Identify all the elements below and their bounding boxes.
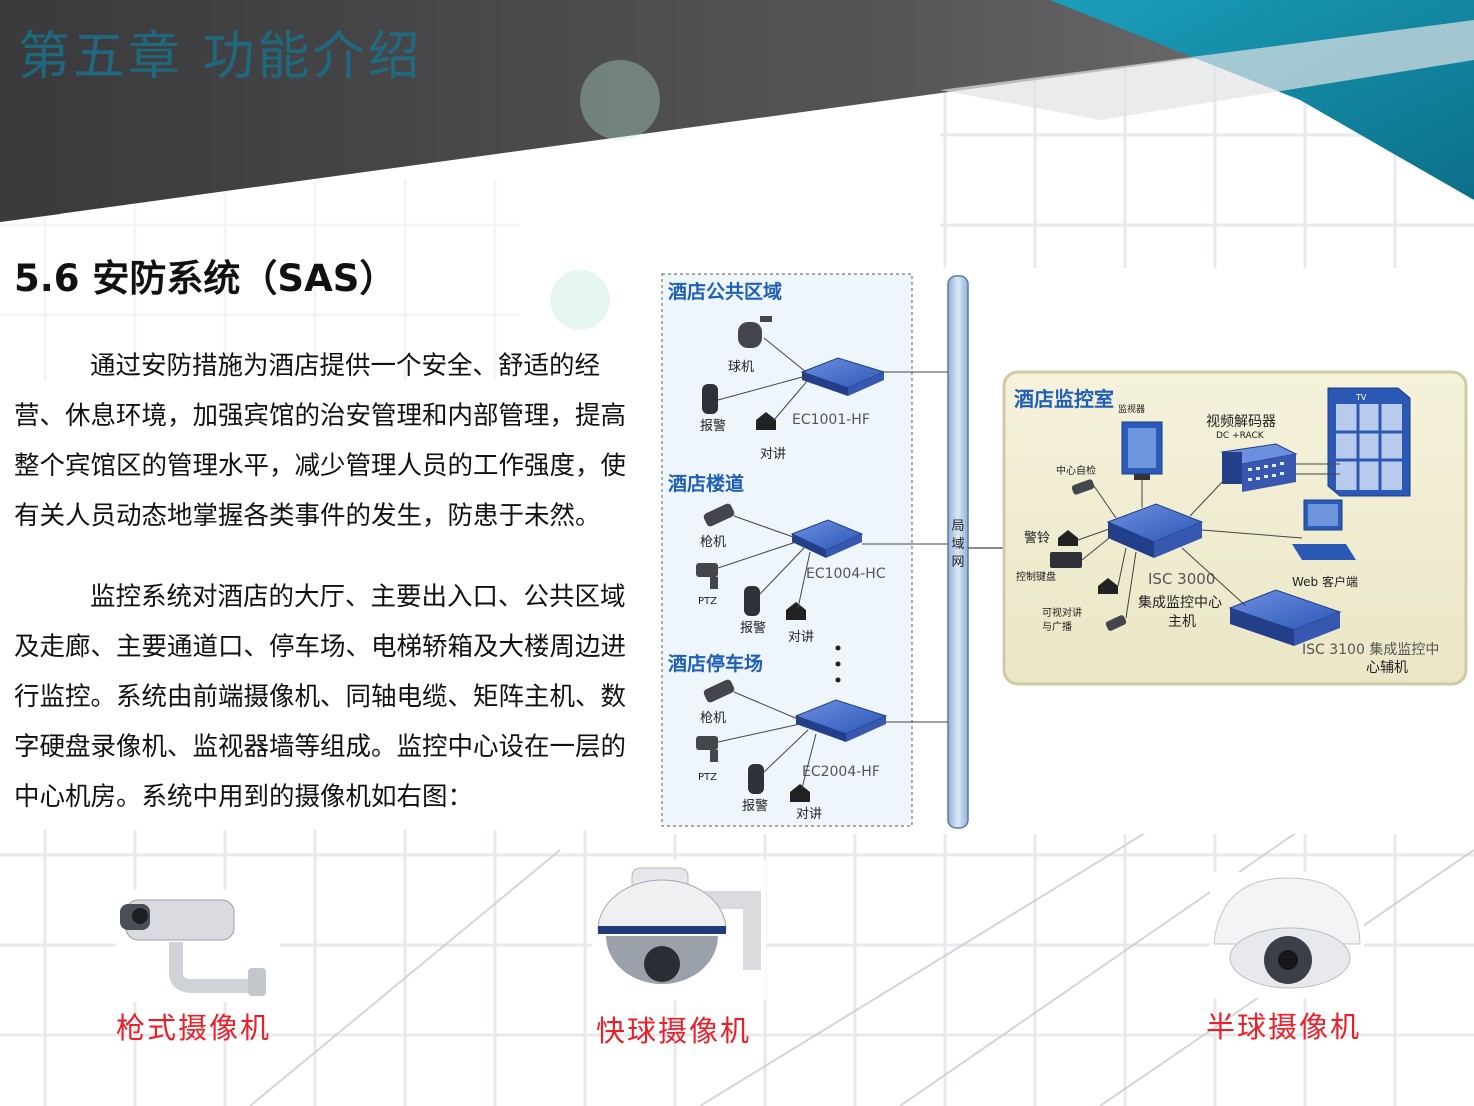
ptz-label-3: PTZ bbox=[698, 772, 717, 783]
alarm-icon bbox=[748, 764, 764, 794]
talk-icon bbox=[1098, 578, 1118, 594]
bullet-camera-photo bbox=[116, 890, 280, 1002]
intercom-label-3: 对讲 bbox=[796, 807, 822, 822]
intro-paragraph-text: 通过安防措施为酒店提供一个安全、舒适的经营、休息环境，加强宾馆的治安管理和内部管… bbox=[14, 351, 627, 531]
control-keyboard-icon bbox=[1050, 552, 1082, 568]
security-network-diagram: 局域网 酒店公共区域 球机 报警 对讲 EC1001-HF 酒店楼道 枪机 PT… bbox=[656, 268, 1474, 834]
encoder-label-2: EC1004-HC bbox=[806, 566, 886, 582]
lan-bus bbox=[947, 275, 969, 829]
decoder-sub-label: DC +RACK bbox=[1216, 431, 1265, 441]
half-dome-camera-caption: 半球摄像机 bbox=[1206, 1010, 1362, 1044]
gun-camera-icon bbox=[703, 679, 735, 703]
alarm-icon bbox=[702, 384, 718, 414]
speed-dome-camera-caption: 快球摄像机 bbox=[596, 1014, 752, 1048]
alarm-label-2: 报警 bbox=[740, 620, 766, 636]
host-label-2: 集成监控中心 bbox=[1138, 594, 1222, 611]
intro-paragraph: 通过安防措施为酒店提供一个安全、舒适的经营、休息环境，加强宾馆的治安管理和内部管… bbox=[14, 341, 636, 541]
aux-label-2: 心辅机 bbox=[1366, 660, 1408, 676]
small-camera-icon bbox=[1105, 615, 1127, 631]
gun-camera-icon bbox=[703, 503, 735, 527]
zone-label-public: 酒店公共区域 bbox=[668, 280, 782, 303]
monitor-label: 监视器 bbox=[1118, 403, 1145, 415]
lan-label-vertical: 局域网 bbox=[951, 519, 964, 570]
intercom-icon bbox=[786, 602, 806, 620]
encoder-device-2 bbox=[790, 519, 864, 558]
isc3100-aux-icon bbox=[1228, 589, 1342, 646]
talk-label-2: 与广播 bbox=[1042, 620, 1072, 633]
center-camera-icon bbox=[1071, 479, 1095, 495]
tv-wall-icon bbox=[1327, 387, 1411, 497]
dome-camera-icon bbox=[738, 316, 772, 348]
more-dots bbox=[835, 645, 841, 683]
encoder-label-3: EC2004-HF bbox=[802, 764, 880, 780]
monitoring-paragraph: 监控系统对酒店的大厅、主要出入口、公共区域及走廊、主要通道口、停车场、电梯轿箱及… bbox=[14, 572, 636, 822]
web-client-label: Web 客户端 bbox=[1292, 574, 1358, 589]
alarm-label-1: 报警 bbox=[700, 418, 726, 434]
web-client-icon bbox=[1292, 499, 1356, 560]
bullet-camera-caption: 枪式摄像机 bbox=[116, 1011, 272, 1045]
decoder-rack-icon bbox=[1220, 443, 1298, 492]
control-room-title: 酒店监控室 bbox=[1014, 387, 1114, 411]
encoder-label-1: EC1001-HF bbox=[792, 412, 870, 428]
siren-icon bbox=[1058, 530, 1078, 546]
encoder-device-3 bbox=[794, 699, 888, 742]
intercom-label-1: 对讲 bbox=[760, 447, 786, 462]
section-title: 5.6 安防系统（SAS） bbox=[14, 257, 397, 300]
monitor-icon bbox=[1121, 421, 1163, 480]
zone-label-parking: 酒店停车场 bbox=[668, 652, 763, 675]
field-devices-region bbox=[661, 273, 913, 827]
center-cam-label: 中心自检 bbox=[1056, 464, 1096, 477]
decoder-label: 视频解码器 bbox=[1206, 414, 1276, 430]
gun-label-3: 枪机 bbox=[700, 710, 726, 726]
host-label-1: ISC 3000 bbox=[1148, 570, 1215, 588]
gun-label-2: 枪机 bbox=[700, 534, 726, 550]
alarm-label-3: 报警 bbox=[742, 798, 768, 814]
keyboard-label: 控制键盘 bbox=[1016, 570, 1056, 583]
ptz-label-2: PTZ bbox=[698, 596, 717, 607]
alarm-icon bbox=[744, 586, 760, 616]
siren-label: 警铃 bbox=[1024, 530, 1050, 546]
dome-label: 球机 bbox=[728, 360, 754, 375]
speed-dome-camera-photo bbox=[592, 860, 766, 1000]
aux-label-1: ISC 3100 集成监控中 bbox=[1302, 641, 1439, 658]
chapter-title: 第五章 功能介绍 bbox=[18, 27, 423, 87]
talk-label: 可视对讲 bbox=[1042, 606, 1082, 619]
host-label-3: 主机 bbox=[1168, 614, 1196, 630]
ptz-camera-icon bbox=[696, 563, 718, 589]
monitoring-paragraph-text: 监控系统对酒店的大厅、主要出入口、公共区域及走廊、主要通道口、停车场、电梯轿箱及… bbox=[14, 582, 627, 812]
isc3000-host-icon bbox=[1106, 503, 1204, 558]
ptz-camera-icon bbox=[696, 736, 718, 762]
half-dome-camera-photo bbox=[1210, 872, 1364, 998]
zone-label-corridor: 酒店楼道 bbox=[668, 472, 744, 495]
intercom-label-2: 对讲 bbox=[788, 630, 814, 645]
encoder-device-1 bbox=[800, 357, 886, 396]
intercom-icon bbox=[790, 784, 810, 802]
intercom-icon bbox=[756, 412, 776, 430]
tv-label: TV bbox=[1355, 393, 1367, 402]
